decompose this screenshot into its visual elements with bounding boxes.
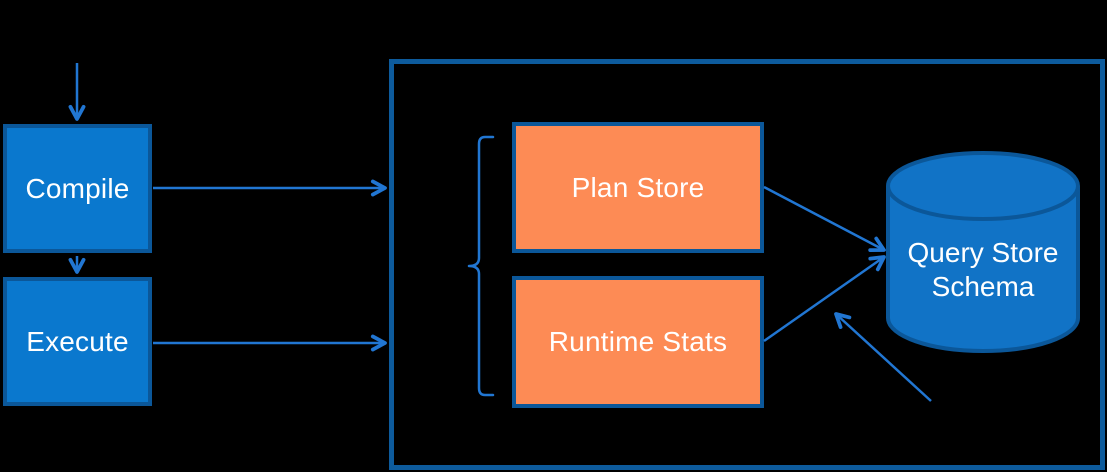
compile-label: Compile <box>25 172 130 204</box>
plan-store-node: Plan Store <box>512 122 764 253</box>
query-store-schema-label-line1: Query Store <box>907 237 1059 268</box>
query-store-schema-label-line2: Schema <box>931 271 1035 302</box>
query-store-boundary-box <box>389 59 1105 470</box>
plan-store-label: Plan Store <box>571 171 705 203</box>
runtime-stats-node: Runtime Stats <box>512 276 764 408</box>
compile-node: Compile <box>3 124 152 253</box>
execute-label: Execute <box>26 325 129 357</box>
execute-node: Execute <box>3 277 152 406</box>
query-store-schema-label: Query Store Schema <box>888 236 1078 304</box>
runtime-stats-label: Runtime Stats <box>548 326 728 357</box>
